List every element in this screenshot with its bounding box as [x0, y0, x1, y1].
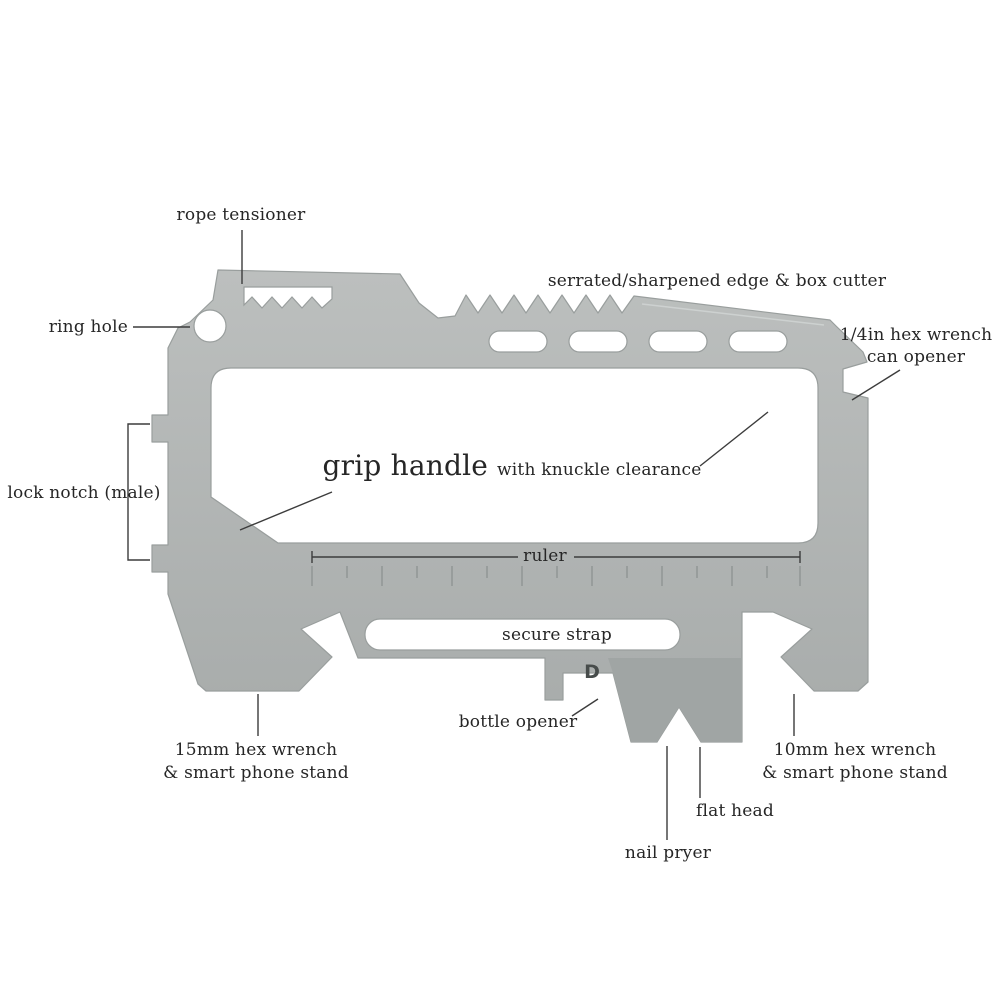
oval-slot-4	[728, 330, 788, 353]
ruler-ticks	[311, 566, 801, 586]
dango-logo: D	[584, 661, 600, 683]
grip-handle-cutout	[210, 367, 819, 544]
label-quarter-hex-line2: can opener	[866, 347, 966, 367]
label-hex15-line1: 15mm hex wrench	[174, 740, 338, 760]
leader-lock-notch-bracket	[127, 423, 150, 561]
ruler-dimension-line	[311, 551, 801, 563]
label-hex15: 15mm hex wrench & smart phone stand	[163, 739, 349, 785]
pryer-block-shading	[608, 658, 742, 742]
leader-can-opener	[851, 369, 901, 401]
label-ruler: ruler	[523, 546, 567, 566]
label-nail-pryer: nail pryer	[624, 843, 712, 863]
label-ring-hole: ring hole	[48, 317, 128, 337]
label-quarter-hex-line1: 1/4in hex wrench	[839, 325, 993, 345]
label-hex15-line2: & smart phone stand	[163, 763, 349, 783]
label-grip-handle-main: grip handle	[322, 449, 489, 482]
oval-slot-2	[568, 330, 628, 353]
label-serrated-edge: serrated/sharpened edge & box cutter	[547, 271, 887, 291]
leader-grip-handle-left	[239, 491, 333, 531]
label-quarter-hex-can-opener: 1/4in hex wrench can opener	[840, 324, 993, 368]
label-bottle-opener: bottle opener	[458, 712, 578, 732]
label-secure-strap: secure strap	[502, 625, 612, 645]
blade-bevel-line	[641, 303, 825, 326]
label-hex10-line2: & smart phone stand	[762, 763, 948, 783]
label-grip-handle: grip handle with knuckle clearance	[323, 452, 702, 481]
rope-tensioner-cutout	[243, 286, 333, 309]
leader-knuckle-clearance	[699, 411, 769, 467]
oval-slot-1	[488, 330, 548, 353]
label-hex10: 10mm hex wrench & smart phone stand	[762, 739, 948, 785]
oval-slot-3	[648, 330, 708, 353]
ring-hole-cutout	[193, 309, 227, 343]
label-lock-notch: lock notch (male)	[7, 483, 161, 503]
secure-strap-cutout	[364, 618, 681, 651]
leader-bottle-opener	[571, 698, 599, 717]
label-knuckle-clearance: with knuckle clearance	[497, 460, 702, 480]
label-flat-head: flat head	[696, 801, 774, 821]
label-rope-tensioner: rope tensioner	[176, 205, 306, 225]
label-hex10-line1: 10mm hex wrench	[773, 740, 937, 760]
